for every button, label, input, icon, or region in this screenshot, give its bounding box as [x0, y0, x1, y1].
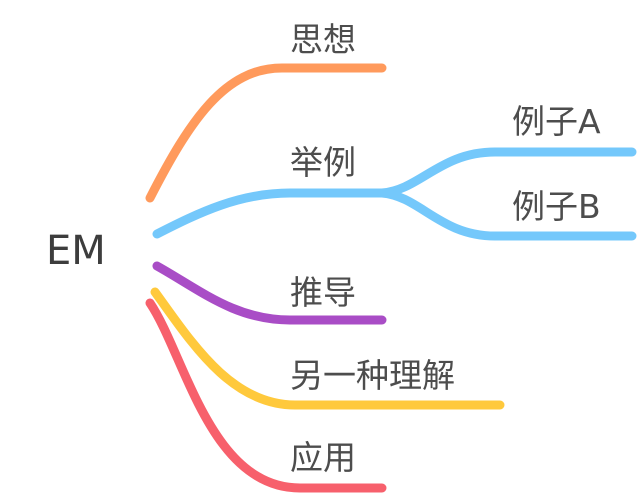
branch-label-4[interactable]: 另一种理解 [290, 356, 455, 395]
branch-label-1[interactable]: 思想 [290, 20, 356, 59]
branch-link-1 [145, 63, 387, 203]
branch-label-2[interactable]: 举例 [290, 143, 356, 182]
branch-link-3 [152, 261, 387, 325]
branch-link-2 [152, 188, 387, 239]
sub-branch-link-2-1 [377, 147, 637, 198]
branch-label-5[interactable]: 应用 [290, 438, 356, 477]
branch-link-5 [145, 298, 387, 493]
sub-branch-label-2-1[interactable]: 例子A [512, 102, 601, 141]
branch-label-3[interactable]: 推导 [290, 273, 356, 312]
sub-branch-label-2-2[interactable]: 例子B [512, 187, 601, 226]
root-node-label[interactable]: EM [46, 228, 106, 274]
branch-link-4 [150, 287, 505, 410]
sub-branch-link-2-2 [377, 188, 637, 241]
